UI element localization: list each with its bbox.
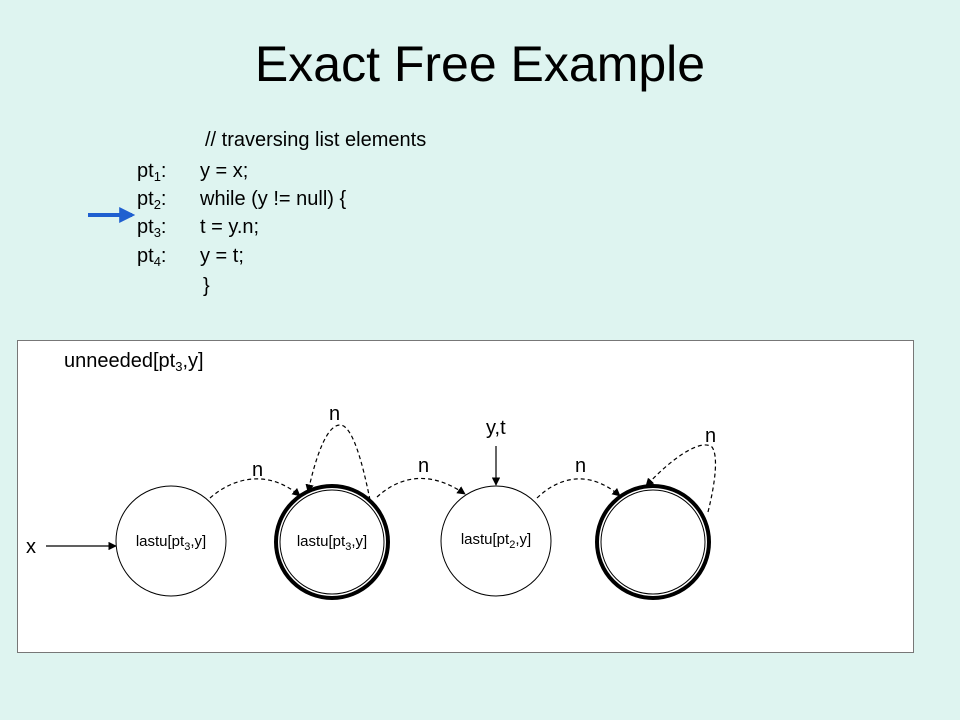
edge-node2-node3-label: n <box>418 455 429 477</box>
node-3-label: lastu[pt2,y] <box>461 531 531 551</box>
edge-node1-node2-label: n <box>252 459 263 481</box>
pointer-x-label: x <box>26 536 36 558</box>
edge-node3-node4-label: n <box>575 455 586 477</box>
edge-node3-node4 <box>536 478 621 499</box>
code-text-4: y = t; <box>200 245 244 267</box>
code-text-2: while (y != null) { <box>200 188 347 210</box>
node-3: lastu[pt2,y] <box>440 485 552 597</box>
edge-self-loop-node4-label: n <box>705 425 716 447</box>
code-label-1: pt1: <box>137 160 167 184</box>
edge-self-loop-node2-label: n <box>329 403 340 425</box>
edge-self-loop-node4 <box>645 444 717 513</box>
code-text-3: t = y.n; <box>200 216 260 238</box>
node-2-label: lastu[pt3,y] <box>297 533 367 553</box>
edge-node1-node2 <box>209 478 301 499</box>
unneeded-label: unneeded[pt3,y] <box>64 350 204 374</box>
code-text-1: y = x; <box>200 160 249 182</box>
node-1-label: lastu[pt3,y] <box>136 533 206 553</box>
code-label-3: pt3: <box>137 216 167 240</box>
node-2: lastu[pt3,y] <box>274 484 390 600</box>
code-closing-brace: } <box>203 275 210 297</box>
edge-node2-node3 <box>376 477 466 498</box>
slide-title: Exact Free Example <box>254 36 706 92</box>
pointer-yt-label: y,t <box>486 417 506 439</box>
node-4 <box>595 484 711 600</box>
code-comment: // traversing list elements <box>205 129 427 151</box>
code-label-2: pt2: <box>137 188 167 212</box>
node-1: lastu[pt3,y] <box>115 485 227 597</box>
code-label-4: pt4: <box>137 245 167 269</box>
